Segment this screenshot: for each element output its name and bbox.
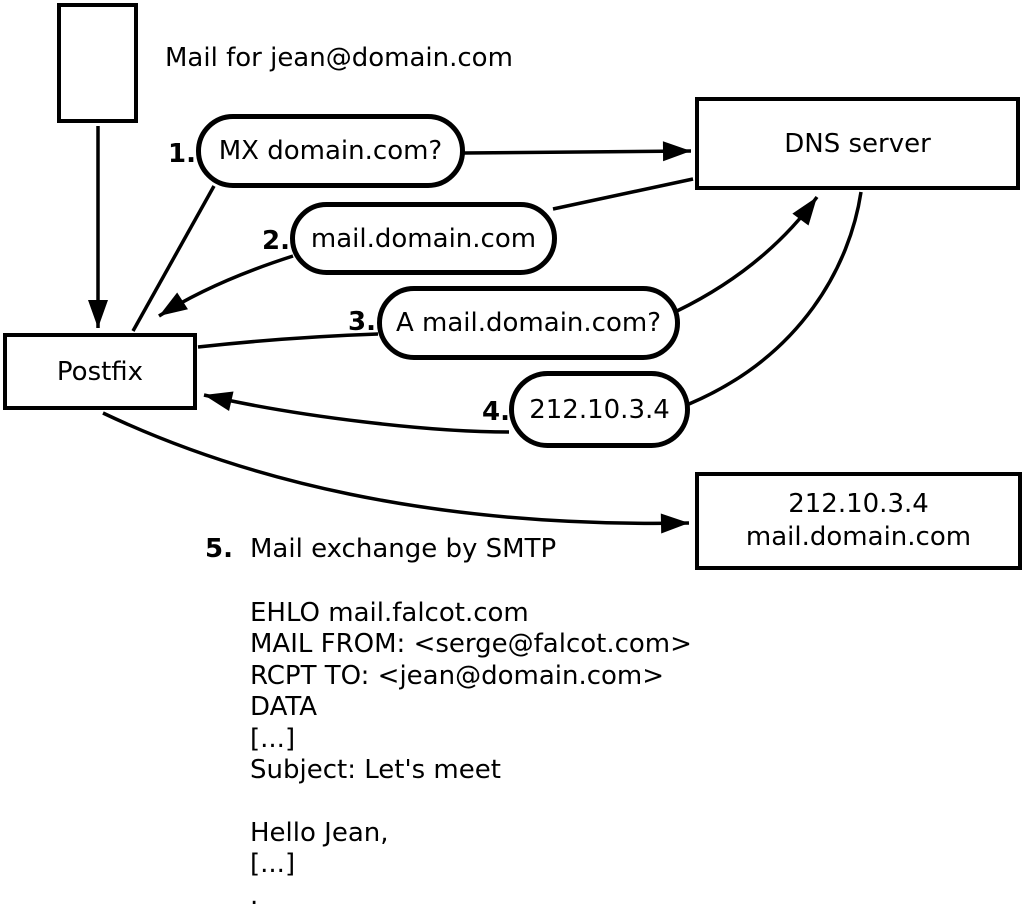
query-mx-pill: MX domain.com? <box>196 114 465 188</box>
step-4-number: 4. <box>482 397 510 427</box>
answer-mx-pill: mail.domain.com <box>290 202 557 275</box>
arrow-query1-to-dns <box>463 141 692 162</box>
line-dns-to-answer2 <box>552 177 694 211</box>
mail-server-ip-label: 212.10.3.4 <box>788 489 929 519</box>
dns-server-node: DNS server <box>695 97 1020 190</box>
mail-title-label: Mail for jean@domain.com <box>165 43 513 73</box>
answer-mx-label: mail.domain.com <box>310 223 537 254</box>
query-a-pill: A mail.domain.com? <box>377 286 680 360</box>
step-1-number: 1. <box>168 139 196 169</box>
step-2-number: 2. <box>262 226 290 256</box>
line-dns-to-answer4 <box>688 191 863 406</box>
line-postfix-to-query3 <box>197 332 379 349</box>
smtp-session-text: EHLO mail.falcot.com MAIL FROM: <serge@f… <box>250 598 692 911</box>
arrow-smtp-exchange <box>102 411 690 534</box>
postfix-node: Postfix <box>3 333 197 410</box>
answer-a-pill: 212.10.3.4 <box>509 371 690 448</box>
mail-server-node: 212.10.3.4 mail.domain.com <box>695 472 1022 570</box>
mail-server-host-label: mail.domain.com <box>745 522 972 552</box>
arrow-query3-to-dns <box>676 195 819 313</box>
line-postfix-to-query1 <box>131 185 216 332</box>
step-5-number: 5. <box>205 534 233 564</box>
query-mx-label: MX domain.com? <box>218 136 443 166</box>
postfix-label: Postfix <box>56 356 144 387</box>
dns-server-label: DNS server <box>784 128 931 159</box>
arrow-answer2-to-postfix <box>158 254 294 318</box>
arrow-answer4-to-postfix <box>203 391 510 434</box>
mail-envelope-node <box>57 3 138 123</box>
query-a-label: A mail.domain.com? <box>396 308 661 338</box>
smtp-exchange-label: Mail exchange by SMTP <box>250 534 557 564</box>
step-3-number: 3. <box>348 307 376 337</box>
answer-a-label: 212.10.3.4 <box>529 394 670 425</box>
